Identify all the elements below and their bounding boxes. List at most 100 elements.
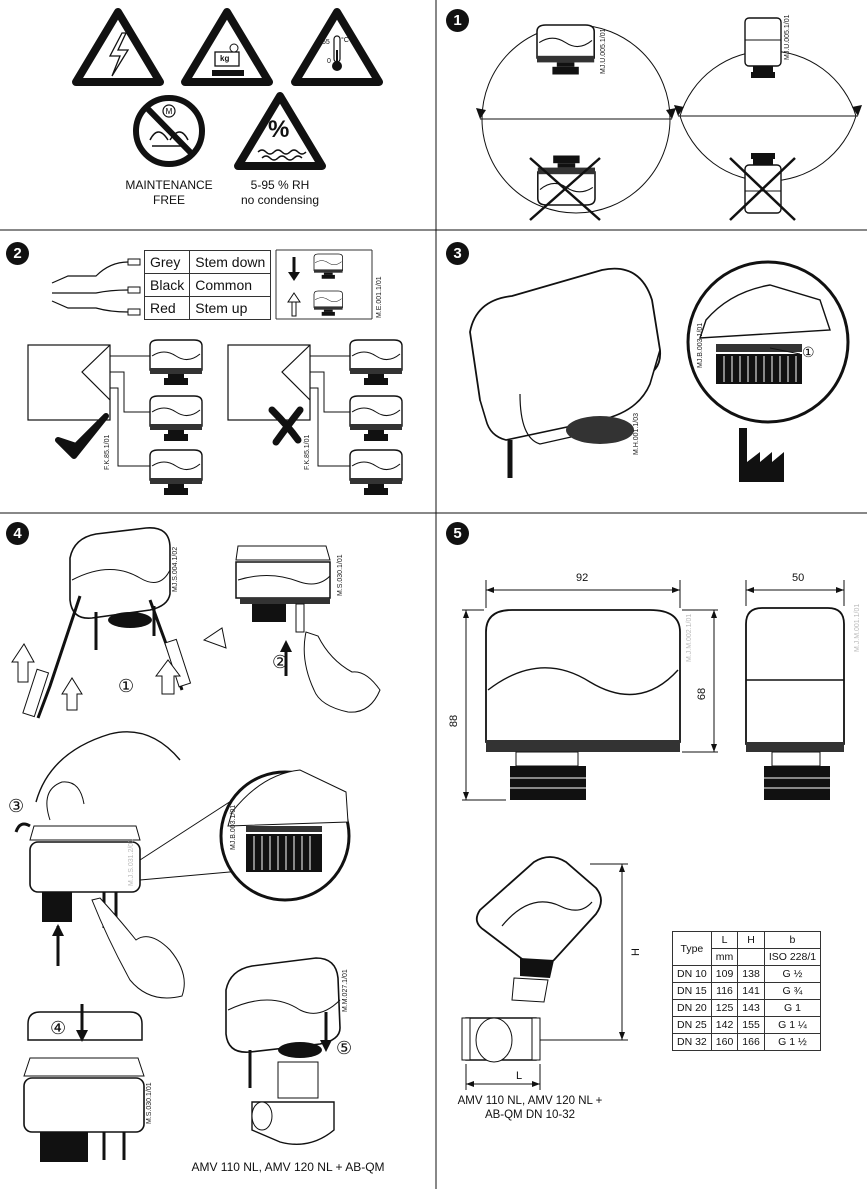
temperature-icon <box>291 8 383 86</box>
code-s2-left: F.K.85.1/01 <box>104 434 111 470</box>
valve-assembly-drawing <box>461 856 628 1090</box>
cell: 109 <box>710 965 739 983</box>
cell: 138 <box>737 965 765 983</box>
cell: 166 <box>737 1033 765 1051</box>
wire-color: Black <box>143 273 191 297</box>
dim-width: 92 <box>576 572 589 584</box>
step4-reset-button <box>235 545 381 713</box>
step-5-badge: 5 <box>446 522 469 545</box>
cable-drawing <box>51 258 141 316</box>
code-s3-detail: MJ.B.003.1/01 <box>697 322 704 368</box>
cell: G 1 ½ <box>763 1033 822 1051</box>
cell: G ¾ <box>763 982 822 1000</box>
stem-down-arrow <box>288 257 300 281</box>
dim-l-label: L <box>516 1070 523 1082</box>
maintenance-free-icon: M <box>133 95 205 167</box>
col-l: L <box>710 931 739 949</box>
dim-h-label: H <box>629 948 642 956</box>
wire-function: Stem down <box>189 250 272 274</box>
code-wiring: M.E.001.1/01 <box>376 276 383 318</box>
cell: 116 <box>710 982 739 1000</box>
code-s1-left: MJ.U.005.1/01 <box>600 28 607 74</box>
electric-hazard-icon <box>72 8 164 86</box>
code-s3-main: M.H.001.1/03 <box>633 412 640 455</box>
temp-high-label: 55 <box>322 39 330 46</box>
dim-depth: 50 <box>792 572 805 584</box>
unit-h <box>737 948 765 966</box>
step-1-badge: 1 <box>446 9 469 32</box>
humidity-label: 5-95 % RH no condensing <box>240 178 320 207</box>
temp-low-label: 0 <box>327 58 331 65</box>
maintenance-free-label: MAINTENANCE FREE <box>125 178 213 207</box>
callout-five-s4: ⑤ <box>336 1038 353 1058</box>
step-4-badge: 4 <box>6 522 29 545</box>
temp-unit-label: °C <box>341 37 349 44</box>
code-s4-bottom-left: M.S.030.1/01 <box>146 1082 153 1124</box>
unit-b: ISO 228/1 <box>763 948 822 966</box>
stem-up-arrow <box>287 292 301 317</box>
mounting-orientation-left <box>476 24 676 221</box>
parallel-wiring-ok <box>27 339 203 496</box>
cell: 160 <box>710 1033 739 1051</box>
col-h: H <box>737 931 765 949</box>
cell: 142 <box>710 1016 739 1034</box>
cell: 155 <box>737 1016 765 1034</box>
code-s5-side: M.J.M.001.1/01 <box>854 603 861 652</box>
section3-actuator <box>469 267 662 478</box>
step4-mount-on-valve <box>225 957 341 1145</box>
callout-four-s4: ④ <box>50 1018 67 1038</box>
cell: G 1 ¼ <box>763 1016 822 1034</box>
cell: 125 <box>710 999 739 1017</box>
code-s1-right: MJ.U.005.1/01 <box>784 14 791 60</box>
cell: 141 <box>737 982 765 1000</box>
col-b: b <box>763 931 822 949</box>
wire-function: Stem up <box>189 296 272 320</box>
unit-l: mm <box>710 948 739 966</box>
cell: DN 20 <box>672 999 712 1017</box>
section3-detail-circle <box>686 260 850 424</box>
cell: G ½ <box>763 965 822 983</box>
wire-function: Common <box>189 273 272 297</box>
step4-detail-circle <box>219 769 351 902</box>
step4-caption: AMV 110 NL, AMV 120 NL + AB-QM <box>191 1160 385 1174</box>
callout-one-s4: ① <box>118 676 135 696</box>
step4-cover-removal <box>11 527 227 719</box>
weight-hazard-icon <box>181 8 273 86</box>
wire-color: Red <box>143 296 191 320</box>
parallel-wiring-wrong <box>227 339 403 496</box>
step5-caption: AMV 110 NL, AMV 120 NL + AB-QM DN 10-32 <box>457 1095 603 1121</box>
cell: DN 25 <box>672 1016 712 1034</box>
table-unit-row: mm ISO 228/1 <box>673 948 822 966</box>
table-header-row: Type L H b <box>672 931 822 966</box>
code-s4-mid-detail: MJ.B.003.1/01 <box>230 804 237 850</box>
code-s4-top-right: M.S.030.1/01 <box>337 554 344 596</box>
mounting-orientation-right <box>674 17 862 221</box>
col-type: Type <box>672 931 712 966</box>
dimension-side-view <box>745 580 845 800</box>
callout-three-s4: ③ <box>8 796 25 816</box>
humidity-percent-symbol: % <box>268 116 290 143</box>
code-s4-bottom-right: M.M.027.1/01 <box>342 969 349 1012</box>
cell: G 1 <box>763 999 822 1017</box>
callout-two-s4: ② <box>272 652 289 672</box>
code-s4-mid: M.J.S.031.2/01 <box>128 838 135 886</box>
callout-one-s3: ① <box>802 344 815 360</box>
step-2-badge: 2 <box>6 242 29 265</box>
factory-icon <box>739 428 784 482</box>
cell: 143 <box>737 999 765 1017</box>
cell: DN 32 <box>672 1033 712 1051</box>
dim-height-total: 88 <box>448 714 461 728</box>
svg-text:M: M <box>166 107 173 116</box>
wire-color: Grey <box>143 250 191 274</box>
code-s2-right: F.K.85.1/01 <box>304 434 311 470</box>
code-s5-front: M.J.M.002.1/01 <box>686 613 693 662</box>
